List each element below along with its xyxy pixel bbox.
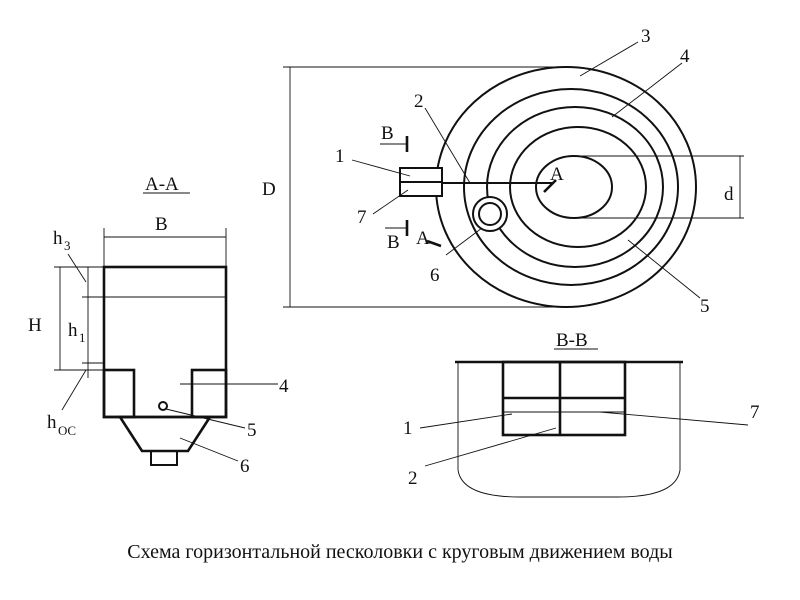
leader-h3 xyxy=(67,253,87,283)
section-A-mark-bot xyxy=(426,239,442,248)
leader-1 xyxy=(351,159,411,177)
bb-basin-outline xyxy=(457,362,681,498)
label-5: 5 xyxy=(700,296,710,317)
label-1: 1 xyxy=(335,146,345,167)
dim-h1-sub: 1 xyxy=(79,330,86,345)
aa-hopper xyxy=(117,415,213,453)
section-bb: B-B 1 2 7 xyxy=(403,330,760,498)
dim-hoc-sub: OC xyxy=(58,423,76,438)
section-A-label-bot: A xyxy=(416,228,430,249)
label-2: 2 xyxy=(414,91,424,112)
dim-d-label: d xyxy=(724,184,734,205)
aa-pipe-5 xyxy=(158,401,168,411)
ring-4c xyxy=(509,126,647,248)
aa-tray-left xyxy=(102,368,136,419)
label-4: 4 xyxy=(680,46,690,67)
aa-body xyxy=(102,265,228,419)
outer-ring-3 xyxy=(435,66,697,308)
section-A-label-top: A xyxy=(550,164,564,185)
section-aa: A-A B H h 3 h 1 h OC 4 xyxy=(28,174,289,477)
label-3: 3 xyxy=(641,26,651,47)
sediment-pit-outer xyxy=(472,196,508,232)
section-B-label-top: B xyxy=(381,123,394,144)
dim-h3-sub: 3 xyxy=(64,238,71,253)
leader-7 xyxy=(372,189,409,215)
label-7: 7 xyxy=(357,207,367,228)
sediment-pit-inner xyxy=(478,202,502,226)
leader-3 xyxy=(579,41,639,77)
aa-label-5: 5 xyxy=(247,420,257,441)
label-6: 6 xyxy=(430,265,440,286)
leader-2 xyxy=(424,107,471,184)
plan-view: D d A A B B 1 7 2 3 4 5 6 xyxy=(262,26,744,317)
bb-label-1: 1 xyxy=(403,418,413,439)
section-bb-title: B-B xyxy=(556,330,588,351)
leader-5 xyxy=(627,239,701,299)
ring-4a xyxy=(463,88,679,286)
leader-hoc xyxy=(61,369,87,411)
aa-label-6: 6 xyxy=(240,456,250,477)
dim-B-label: B xyxy=(155,214,168,235)
aa-outlet xyxy=(150,450,178,466)
dim-H-label: H xyxy=(28,315,42,336)
aa-tray-right xyxy=(190,368,228,419)
section-B-label-bot: B xyxy=(387,232,400,253)
leader-4 xyxy=(611,62,683,118)
aa-label-4: 4 xyxy=(279,376,289,397)
leader-6 xyxy=(445,227,483,256)
bb-leader-1 xyxy=(419,413,513,429)
dim-hoc-label: h xyxy=(47,412,57,433)
dim-h1-label: h xyxy=(68,320,78,341)
dim-D-label: D xyxy=(262,179,276,200)
bb-label-7: 7 xyxy=(750,402,760,423)
bb-leader-7 xyxy=(599,411,749,426)
caption: Схема горизонтальной песколовки с кругов… xyxy=(127,541,672,563)
ring-4b xyxy=(486,106,664,268)
section-A-mark-top xyxy=(543,179,557,193)
section-aa-title: A-A xyxy=(145,174,179,195)
aa-leader-5 xyxy=(165,408,246,429)
bb-label-2: 2 xyxy=(408,468,418,489)
bb-leader-2 xyxy=(424,427,557,467)
dim-h3-label: h xyxy=(53,228,63,249)
aa-leader-6 xyxy=(179,437,239,462)
